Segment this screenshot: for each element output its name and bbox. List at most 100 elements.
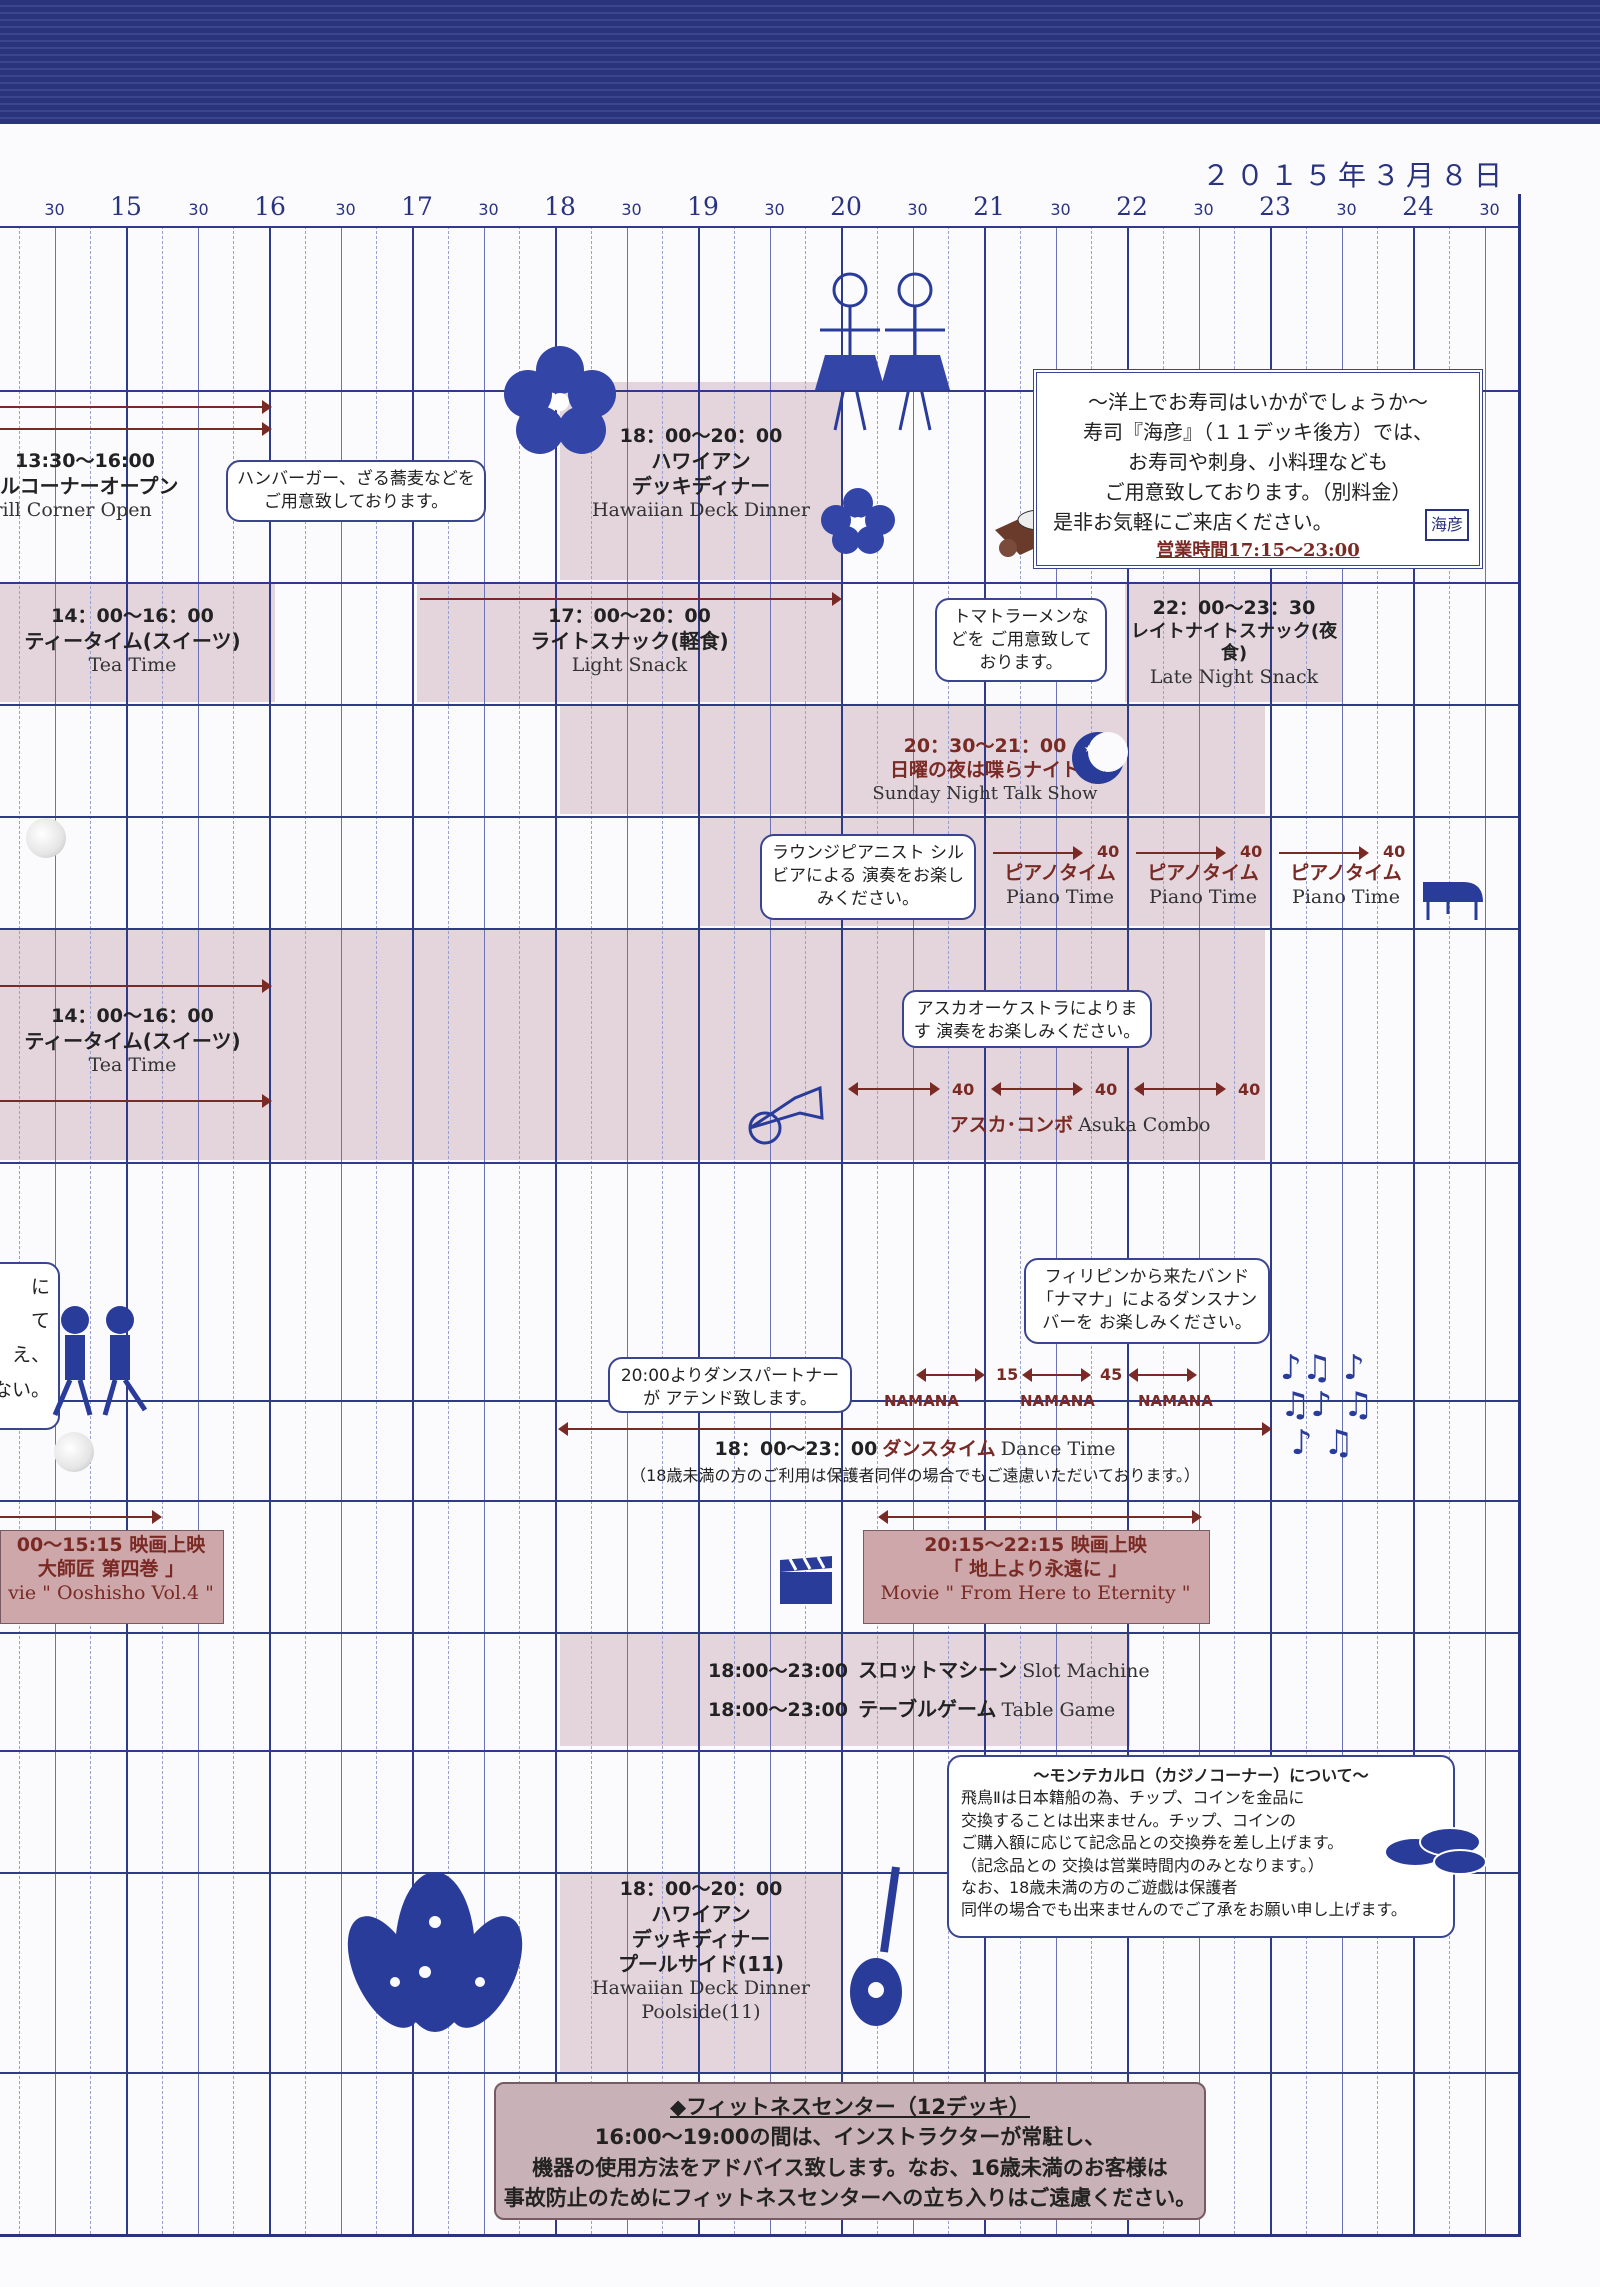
grill-en: Grill Corner Open <box>0 498 152 521</box>
row-divider <box>0 1632 1518 1634</box>
pianist-bubble: ラウンジピアニスト シルビアによる 演奏をお楽しみください。 <box>760 834 976 920</box>
fragment-3: え、 <box>11 1344 50 1367</box>
grid-line <box>162 226 163 2234</box>
hawaiian-time: 18：00〜20：00 <box>619 425 783 447</box>
hour-label: 21 <box>973 192 1005 221</box>
grid-line <box>1377 226 1378 2234</box>
grid-line <box>1199 226 1200 2234</box>
half-hour-label: 30 <box>1479 200 1500 219</box>
fragment-1: に <box>30 1276 50 1298</box>
music-note-glyph: ♪♫ ♪♫♪ ♫ ♪ ♫ <box>1280 1348 1374 1463</box>
moon-icon: ★ ★ <box>1068 728 1128 792</box>
piano-end-minute: 40 <box>1383 842 1406 861</box>
table-time: 18:00〜23:00 <box>708 1699 848 1721</box>
slot-event: 18:00〜23:00 スロットマシーン Slot Machine <box>708 1658 1150 1684</box>
hour-label: 24 <box>1402 192 1434 221</box>
combo-jp: アスカ･コンボ <box>949 1114 1074 1136</box>
light-en: Light Snack <box>571 653 688 676</box>
ukulele-icon <box>846 1862 916 2036</box>
movie1-event: 00〜15:15 映画上映 大師匠 第四巻 」 vie " Ooshisho V… <box>0 1534 222 1605</box>
grill-bubble: ハンバーガー、ざる蕎麦などを ご用意致しております。 <box>226 460 486 522</box>
sushi-line5: 是非お気軽にご来店ください。 <box>1053 510 1333 534</box>
row-divider <box>0 816 1518 818</box>
svg-text:★: ★ <box>1100 770 1109 781</box>
talk-time: 20：30〜21：00 <box>903 735 1067 757</box>
piano-en: Piano Time <box>1149 885 1257 908</box>
grid-line <box>19 226 20 2234</box>
hour-label: 19 <box>687 192 719 221</box>
grid-line <box>841 226 843 2234</box>
grill-time: 13:30〜16:00 <box>15 450 155 472</box>
dancers-icon <box>40 1290 160 1424</box>
combo-en: Asuka Combo <box>1078 1114 1211 1136</box>
fragment-4: ない。 <box>0 1378 50 1401</box>
binder-hole-1 <box>26 818 66 858</box>
pool-en1: Hawaiian Deck Dinner <box>591 1976 811 1999</box>
movie2-l1: 20:15〜22:15 映画上映 <box>924 1534 1147 1556</box>
talk-event: 20：30〜21：00 日曜の夜は喋らナイト Sunday Night Talk… <box>840 735 1130 805</box>
half-hour-label: 30 <box>907 200 928 219</box>
grand-piano-icon <box>1418 862 1488 926</box>
tea1-en: Tea Time <box>88 653 177 676</box>
row-divider <box>0 582 1518 584</box>
grid-line <box>269 226 271 2234</box>
grid-line <box>1020 226 1021 2234</box>
dance-note: （18歳未満の方のご利用は保護者同伴の場合でもご遠慮いただいております。） <box>630 1466 1200 1485</box>
casino-l4: （記念品との 交換は営業時間内のみとなります。） <box>961 1855 1324 1875</box>
grid-line <box>770 226 771 2234</box>
hula-dancers-icon <box>800 260 970 454</box>
grid-line <box>55 226 56 2234</box>
light-event: 17：00〜20：00 ライトスナック(軽食) Light Snack <box>417 605 842 678</box>
table-jp: テーブルゲーム <box>858 1697 997 1721</box>
grill-arrow <box>0 400 272 414</box>
piano-en: Piano Time <box>1292 885 1400 908</box>
schedule-date: ２０１５年３月８日 <box>1201 159 1508 192</box>
grid-line <box>1163 226 1164 2234</box>
grid-line <box>519 226 520 2234</box>
sushi-hours: 営業時間17:15〜23:00 <box>1156 540 1360 561</box>
combo-end-minute: 40 <box>952 1080 975 1099</box>
namana-3: NAMANA <box>1138 1392 1213 1410</box>
shade-hawaiian <box>560 382 842 580</box>
fitness-l1: 16:00〜19:00の間は、インストラクターが常駐し、 <box>594 2125 1106 2150</box>
talk-en: Sunday Night Talk Show <box>872 782 1098 804</box>
grid-line <box>448 226 449 2234</box>
casino-l6: 同伴の場合でも出来ませんのでご了承をお願い申し上げます。 <box>961 1900 1407 1920</box>
table-en: Table Game <box>1001 1699 1116 1721</box>
grill-event: 13:30〜16:00 グリルコーナーオープン Grill Corner Ope… <box>0 450 179 523</box>
hour-label: 23 <box>1259 192 1291 221</box>
grid-line <box>1342 226 1343 2234</box>
light-time: 17：00〜20：00 <box>548 605 711 627</box>
piano-jp: ピアノタイム <box>1290 862 1402 884</box>
namana-arrow-1 <box>916 1368 985 1382</box>
tea2-arrow-2 <box>0 1094 272 1108</box>
row-divider <box>0 2072 1518 2074</box>
hour-label: 20 <box>830 192 862 221</box>
grid-line <box>1413 226 1415 2234</box>
tea2-arrow <box>0 979 272 993</box>
namana-arrow-2 <box>1022 1368 1091 1382</box>
movie2-event: 20:15〜22:15 映画上映 「 地上より永遠に 」 Movie " Fro… <box>863 1534 1208 1605</box>
combo-arrow <box>991 1082 1083 1096</box>
band-bubble: フィリピンから来たバンド 「ナマナ」によるダンスナンバーを お楽しみください。 <box>1024 1258 1270 1344</box>
shade-light <box>417 582 842 702</box>
trumpet-icon <box>740 1078 830 1152</box>
late-time: 22：00〜23：30 <box>1152 597 1316 619</box>
movie1-l2: 大師匠 第四巻 」 <box>37 1557 185 1580</box>
grid-line <box>1127 226 1129 2234</box>
row-divider <box>0 390 1518 392</box>
half-hour-label: 30 <box>478 200 499 219</box>
music-notes-icon: ♪♫ ♪♫♪ ♫ ♪ ♫ <box>1280 1348 1374 1463</box>
movie1-l1: 00〜15:15 映画上映 <box>16 1534 206 1556</box>
row-divider <box>0 1162 1518 1164</box>
hawaiian-en: Hawaiian Deck Dinner <box>591 498 811 521</box>
hour-label: 18 <box>544 192 576 221</box>
combo-label: アスカ･コンボ Asuka Combo <box>900 1114 1260 1138</box>
sushi-line4: ご用意致しております。（別料金） <box>1104 480 1412 504</box>
grid-line <box>1270 226 1272 2234</box>
grill-jp: グリルコーナーオープン <box>0 473 179 498</box>
grid-line <box>1485 226 1486 2234</box>
row-divider <box>0 928 1518 930</box>
grid-line <box>877 226 878 2234</box>
